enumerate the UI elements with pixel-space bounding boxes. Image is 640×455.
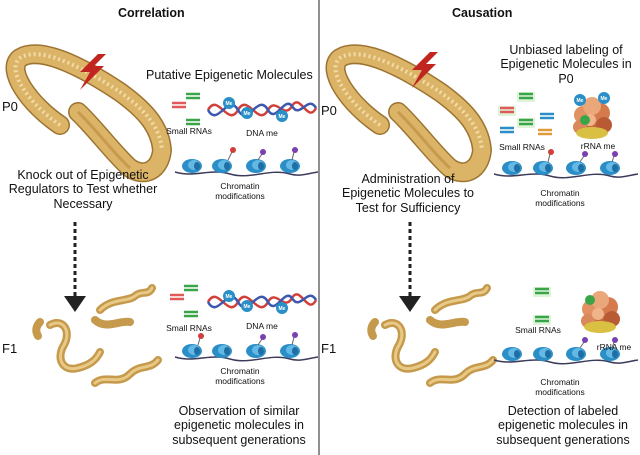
ribosome-icon-f1-right <box>581 291 620 333</box>
panel-title-causation: Causation <box>452 6 513 20</box>
methyl-tag: Me <box>279 306 286 312</box>
chromatin-icon-p0-left <box>174 147 319 177</box>
methyl-tag: Me <box>226 101 233 107</box>
panel-title-correlation: Correlation <box>118 6 185 20</box>
chromatin-icon-f1-left <box>174 332 319 362</box>
dna-methylation-icon-p0-left <box>206 97 318 122</box>
methyl-tag: Me <box>577 98 584 104</box>
chromatin-label-f1-left: Chromatin modifications <box>215 366 265 386</box>
generation-label-p0-right: P0 <box>321 103 337 118</box>
generation-label-p0-left: P0 <box>2 99 18 114</box>
chromatin-icon-p0-right <box>493 149 639 179</box>
lightning-icon-left <box>80 54 106 90</box>
p0-heading-left: Putative Epigenetic Molecules <box>146 68 313 82</box>
dna-methylation-icon-f1-left <box>206 290 318 314</box>
small-rnas-label-f1-left: Small RNAs <box>166 323 212 333</box>
arrow-right <box>399 222 421 312</box>
methyl-tag: Me <box>601 96 608 102</box>
generation-label-f1-left: F1 <box>2 341 18 356</box>
worm-p0-left <box>5 44 173 183</box>
methyl-tag: Me <box>279 114 286 120</box>
chromatin-label-f1-right: Chromatin modifications <box>535 377 585 397</box>
p0-heading-right: Unbiased labeling of Epigenetic Molecule… <box>500 43 632 86</box>
chromatin-label-p0-right: Chromatin modifications <box>535 188 585 208</box>
methyl-tag: Me <box>226 294 233 300</box>
small-rna-icon-p0-left <box>172 92 200 126</box>
generation-label-f1-right: F1 <box>321 341 337 356</box>
methyl-tag: Me <box>244 111 251 117</box>
rrna-me-label-p0-right: rRNA me <box>580 141 616 151</box>
p0-caption-left: Knock out of Epigenetic Regulators to Te… <box>8 168 158 211</box>
small-rnas-label-p0-left: Small RNAs <box>166 126 212 136</box>
small-rna-icon-f1-right <box>533 287 551 325</box>
chromatin-icon-f1-right <box>493 337 639 365</box>
small-rnas-label-f1-right: Small RNAs <box>515 325 561 335</box>
worm-p0-right <box>325 44 493 183</box>
lightning-icon-right <box>412 52 438 88</box>
ribosome-icon-p0-right <box>573 92 612 139</box>
small-rna-icon-f1-left <box>170 284 198 318</box>
f1-caption-right: Detection of labeled epigenetic molecule… <box>496 404 630 447</box>
arrow-left <box>64 222 86 312</box>
p0-caption-right: Administration of Epigenetic Molecules t… <box>341 172 475 215</box>
f1-caption-left: Observation of similar epigenetic molecu… <box>172 404 306 447</box>
dna-me-label-p0-left: DNA me <box>246 128 278 138</box>
rrna-me-label-f1-right: rRNA me <box>596 342 632 352</box>
methyl-tag: Me <box>244 304 251 310</box>
chromatin-label-p0-left: Chromatin modifications <box>215 181 265 201</box>
small-rnas-label-p0-right: Small RNAs <box>499 142 545 152</box>
dna-me-label-f1-left: DNA me <box>246 321 278 331</box>
small-rna-icon-p0-right <box>498 92 554 136</box>
